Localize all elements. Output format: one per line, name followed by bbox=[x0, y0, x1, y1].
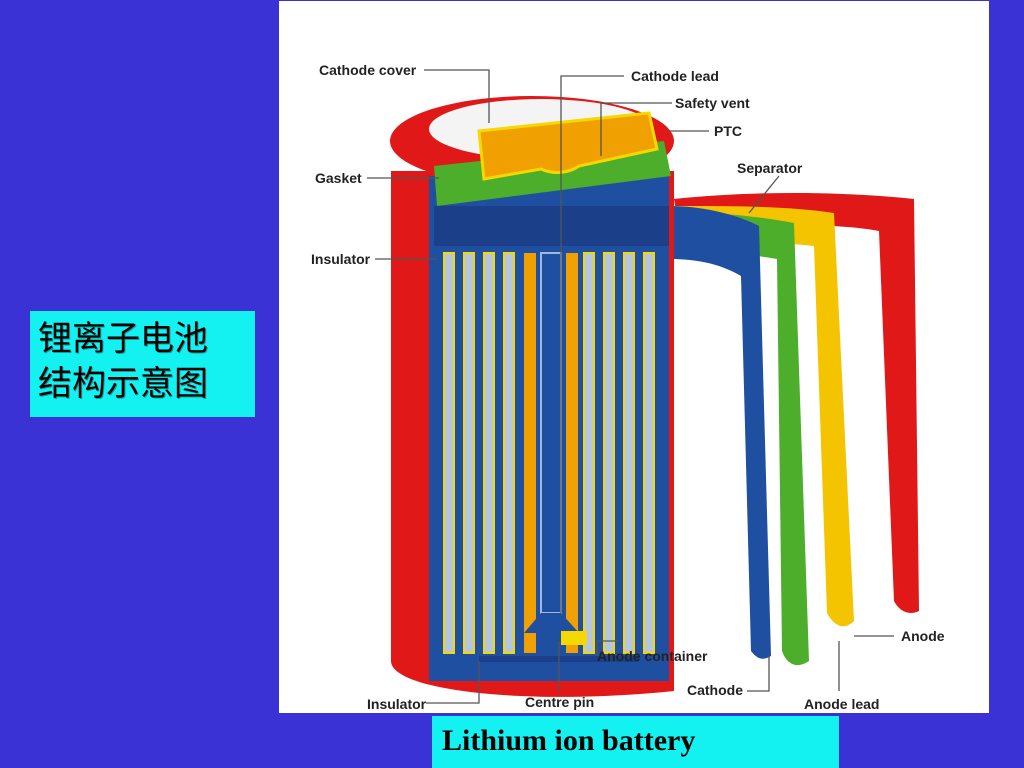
slide-title-line-2: 结构示意图 bbox=[38, 364, 208, 404]
slide-title-line-1: 锂离子电池 bbox=[38, 319, 208, 359]
label-ptc: PTC bbox=[714, 123, 742, 139]
label-safety-vent: Safety vent bbox=[675, 95, 750, 111]
label-insulator-bottom: Insulator bbox=[367, 696, 427, 712]
label-cathode: Cathode bbox=[687, 682, 743, 698]
label-anode: Anode bbox=[901, 628, 945, 644]
leader-lines bbox=[367, 69, 894, 704]
label-cathode-cover: Cathode cover bbox=[319, 62, 417, 78]
electrode-strips bbox=[443, 252, 655, 654]
label-cathode-lead: Cathode lead bbox=[631, 68, 719, 84]
unrolled-cathode bbox=[669, 206, 771, 659]
label-separator: Separator bbox=[737, 160, 803, 176]
battery-diagram-svg: Cathode cover Cathode lead Safety vent P… bbox=[311, 62, 945, 712]
top-insulator bbox=[434, 206, 669, 246]
unrolled-separator bbox=[671, 206, 854, 627]
label-gasket: Gasket bbox=[315, 170, 362, 186]
slide-title-box: 锂离子电池 结构示意图 bbox=[30, 311, 255, 417]
centre-pin-shape bbox=[524, 613, 579, 633]
anode-lead-tab bbox=[561, 631, 587, 645]
label-anode-container: Anode container bbox=[597, 648, 708, 664]
unrolled-outer-can bbox=[674, 193, 919, 613]
cathode-cover-shape bbox=[477, 111, 659, 181]
label-anode-lead: Anode lead bbox=[804, 696, 879, 712]
unrolled-anode bbox=[669, 211, 809, 666]
label-insulator-top: Insulator bbox=[311, 251, 371, 267]
battery-diagram: Cathode cover Cathode lead Safety vent P… bbox=[279, 1, 989, 713]
label-centre-pin: Centre pin bbox=[525, 694, 594, 710]
slide-caption: Lithium ion battery bbox=[432, 716, 839, 768]
